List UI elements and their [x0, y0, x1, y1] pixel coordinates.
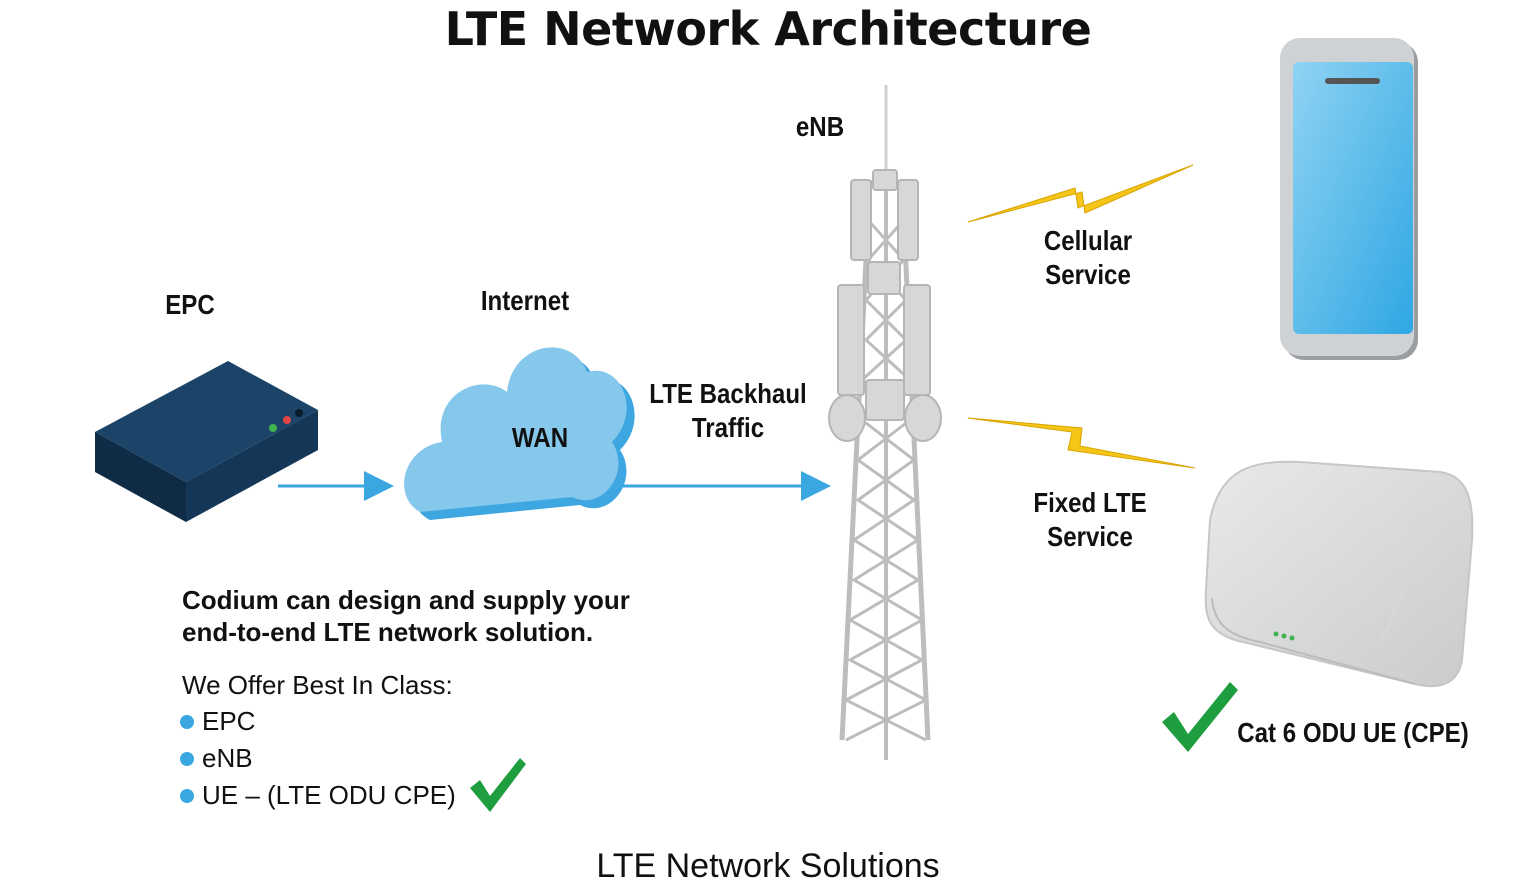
cellular-label-line2: Service [1045, 259, 1131, 290]
cellular-label-line1: Cellular [1043, 225, 1133, 256]
offer-item-label: eNB [202, 743, 253, 773]
offer-item-label: UE – (LTE ODU CPE) [202, 780, 456, 810]
cpe-device-icon [1204, 460, 1474, 688]
epc-box-icon [95, 361, 318, 522]
tower-icon [828, 85, 942, 760]
backhaul-label-line1: LTE Backhaul [649, 378, 807, 409]
lightning-icon [967, 164, 1194, 223]
description: Codium can design and supply your end-to… [182, 584, 702, 648]
offer-heading: We Offer Best In Class: [182, 670, 453, 700]
footer-title: LTE Network Solutions [596, 847, 940, 885]
offer-item: UE – (LTE ODU CPE) [180, 780, 456, 811]
backhaul-label-line2: Traffic [691, 412, 765, 443]
page-title: LTE Network Architecture [444, 2, 1092, 56]
wan-label: WAN [511, 422, 569, 453]
phone-icon [1280, 38, 1418, 360]
bullet-dot [180, 751, 194, 766]
check-icon [1162, 682, 1238, 752]
offer-item: eNB [180, 743, 253, 774]
lightning-icon [967, 417, 1196, 469]
cloud-icon [404, 347, 635, 520]
offer-item-label: EPC [202, 706, 256, 736]
fixed-lte-label-line1: Fixed LTE [1033, 487, 1147, 518]
description-line1: Codium can design and supply your [182, 585, 630, 615]
bullet-dot [180, 788, 194, 803]
internet-label: Internet [480, 285, 570, 316]
cpe-label: Cat 6 ODU UE (CPE) [1237, 717, 1469, 748]
description-line2: end-to-end LTE network solution. [182, 617, 594, 647]
epc-label: EPC [165, 289, 215, 320]
fixed-lte-label-line2: Service [1047, 521, 1133, 552]
enb-label: eNB [795, 111, 845, 142]
bullet-dot [180, 714, 194, 729]
check-icon [470, 758, 526, 812]
offer-item: EPC [180, 706, 255, 737]
